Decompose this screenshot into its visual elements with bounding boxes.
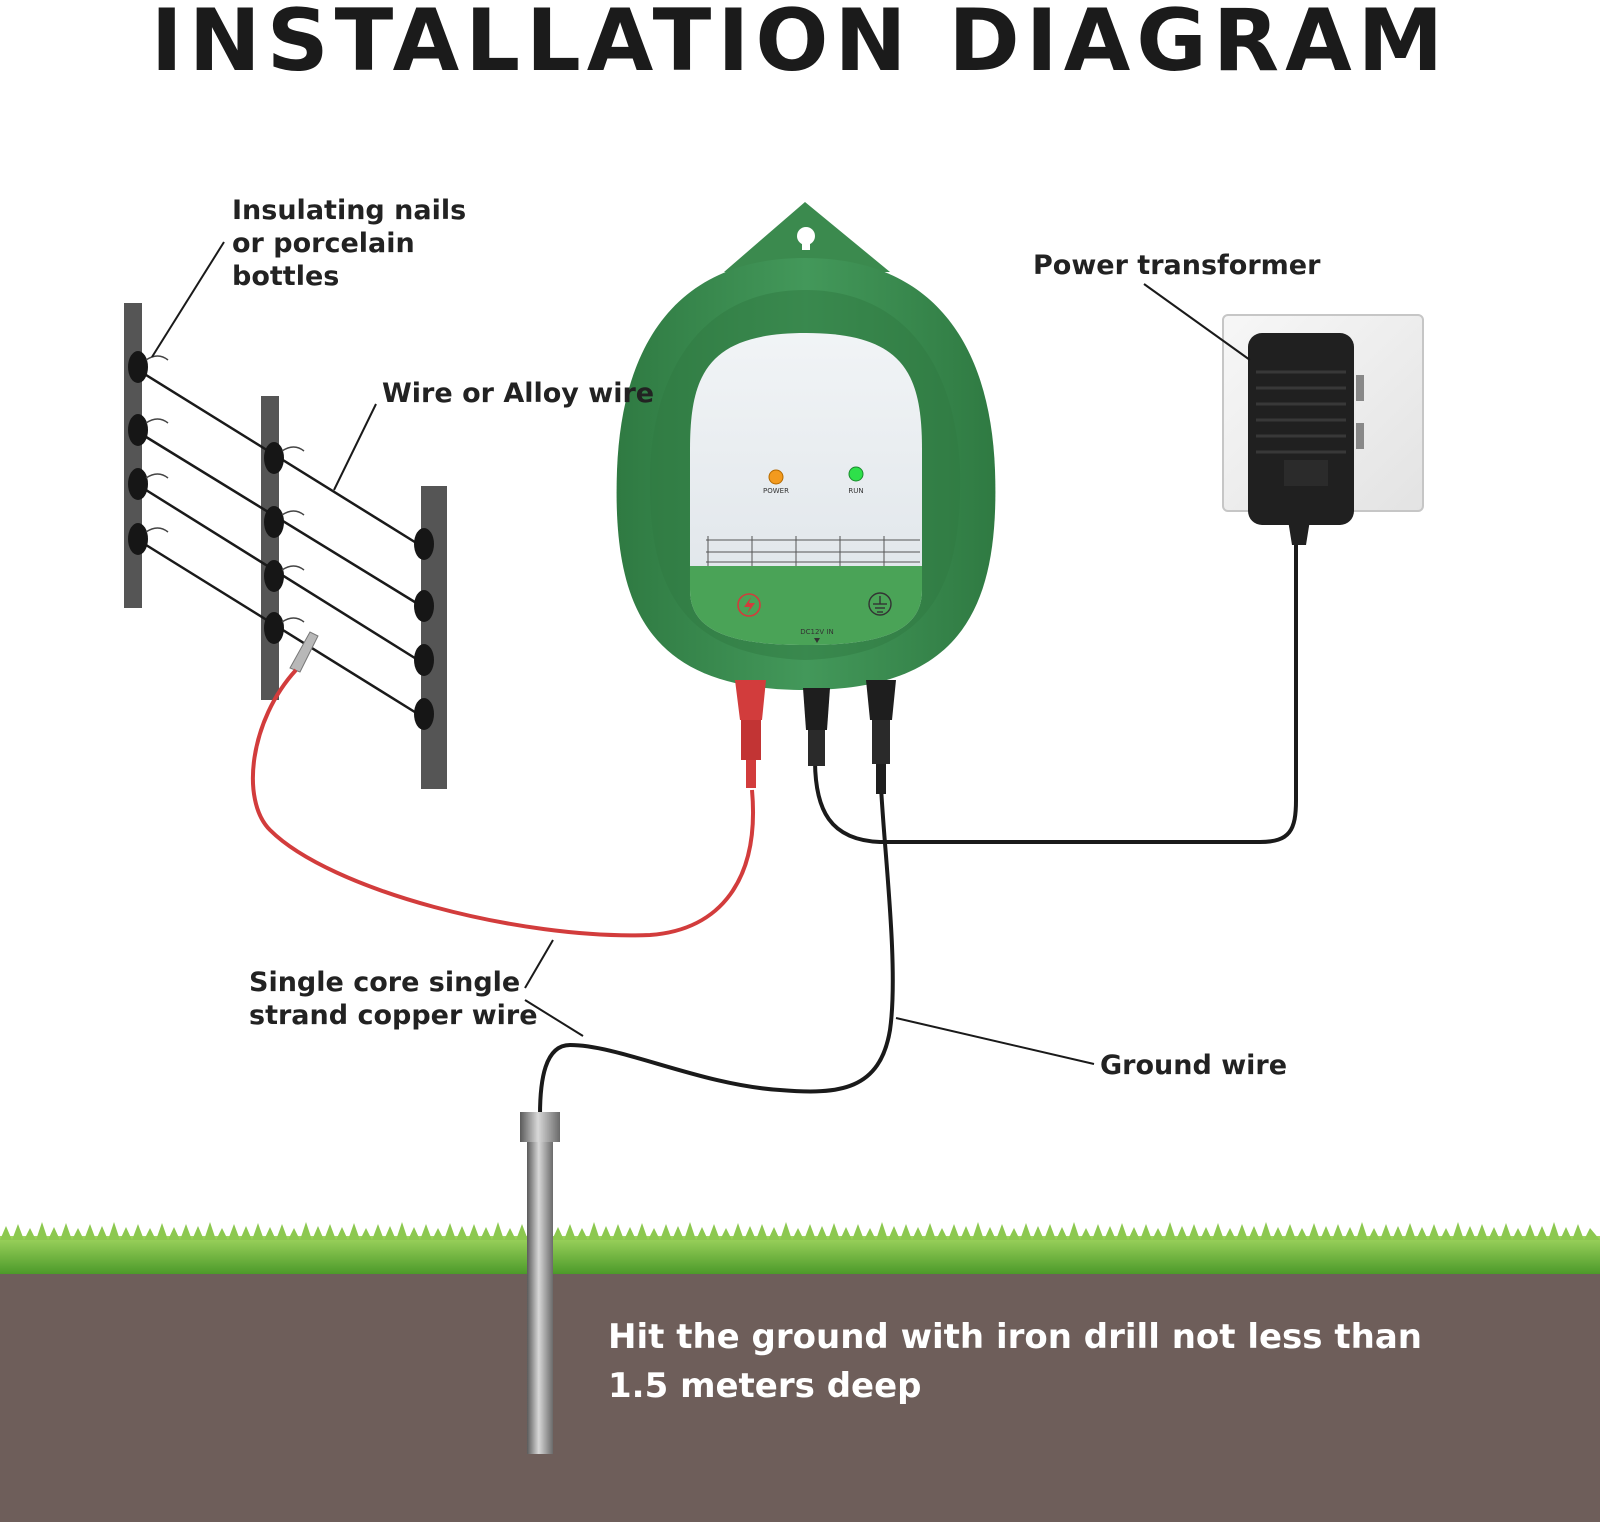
label-line: Single core single xyxy=(249,967,521,998)
insulator xyxy=(128,523,148,555)
label-line: Insulating nails xyxy=(232,195,467,226)
grass-strip xyxy=(0,1222,1600,1274)
label-power-transformer: Power transformer xyxy=(1033,250,1321,281)
label-copper-wire: Single core single strand copper wire xyxy=(249,966,538,1032)
run-led xyxy=(848,466,864,482)
insulator xyxy=(414,644,434,676)
fence xyxy=(124,303,447,789)
insulator xyxy=(264,560,284,592)
fence-post xyxy=(261,396,279,700)
label-insulating-nails: Insulating nails or porcelain bottles xyxy=(232,194,466,293)
insulator xyxy=(264,506,284,538)
ground-wire xyxy=(538,759,895,1116)
ground-instruction: Hit the ground with iron drill not less … xyxy=(608,1313,1422,1411)
power-led xyxy=(768,469,784,485)
soil xyxy=(0,1272,1600,1522)
live-connector xyxy=(735,680,766,788)
label-wire-alloy: Wire or Alloy wire xyxy=(382,378,655,409)
insulator xyxy=(264,442,284,474)
insulator xyxy=(128,468,148,500)
insulators xyxy=(128,351,434,730)
insulator xyxy=(414,590,434,622)
ground-rod xyxy=(527,1142,553,1454)
live-wire xyxy=(250,668,755,938)
power-cable xyxy=(813,530,1298,844)
instruction-line: 1.5 meters deep xyxy=(608,1366,922,1406)
insulator xyxy=(128,414,148,446)
label-line: or porcelain xyxy=(232,228,415,259)
insulator xyxy=(128,351,148,383)
socket-slot xyxy=(1356,423,1364,449)
dc-input-label: DC12V IN xyxy=(800,628,834,636)
label-line: strand copper wire xyxy=(249,1000,538,1031)
leader-lines xyxy=(151,241,1251,1065)
page-title: INSTALLATION DIAGRAM xyxy=(150,0,1450,91)
ground-connector xyxy=(866,680,896,794)
instruction-line: Hit the ground with iron drill not less … xyxy=(608,1317,1422,1357)
ground-rod-cap xyxy=(520,1112,560,1142)
power-connector xyxy=(803,688,830,766)
label-line: bottles xyxy=(232,261,340,292)
insulator xyxy=(414,698,434,730)
lightning-icon xyxy=(737,593,761,617)
insulator xyxy=(264,612,284,644)
run-led-label: RUN xyxy=(848,487,863,495)
power-transformer xyxy=(1248,333,1354,525)
power-led-label: POWER xyxy=(763,487,789,495)
fence-post xyxy=(124,303,142,608)
ground-symbol-icon xyxy=(868,592,892,616)
socket-slot xyxy=(1356,375,1364,401)
label-ground-wire: Ground wire xyxy=(1100,1050,1288,1081)
insulator xyxy=(414,528,434,560)
